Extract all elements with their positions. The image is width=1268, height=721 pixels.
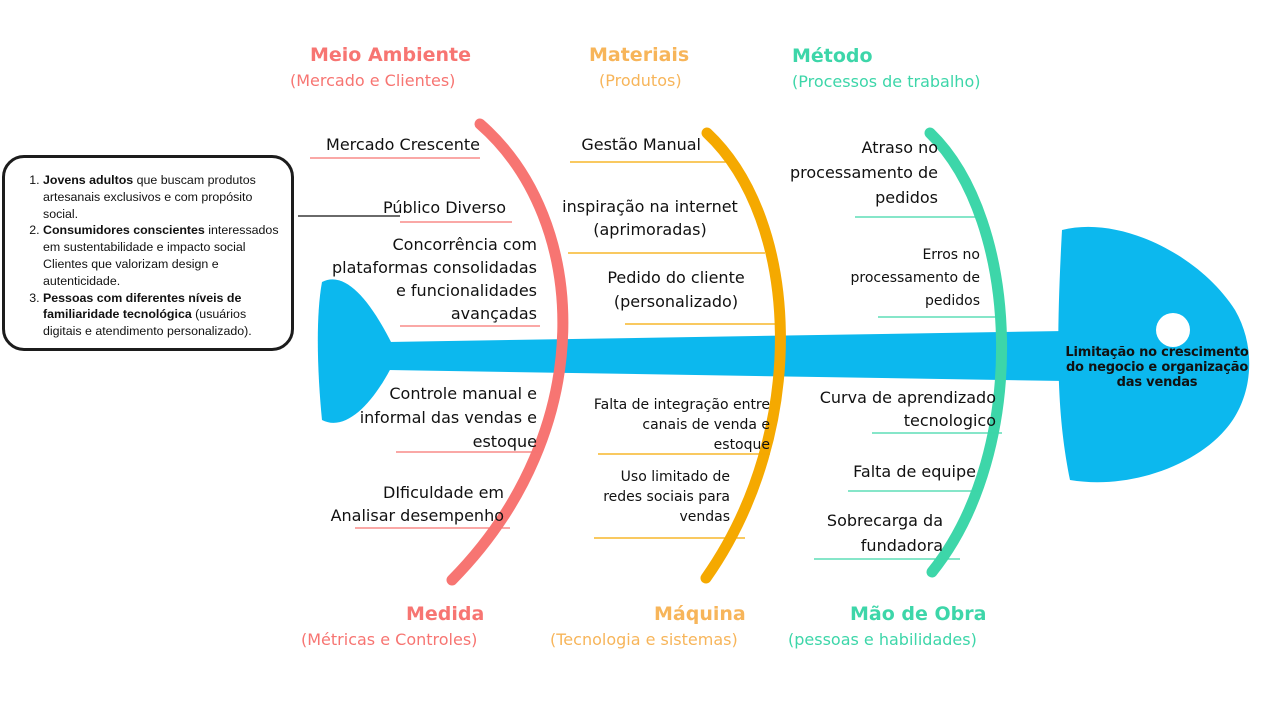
- category-meio-ambiente-title: Meio Ambiente: [310, 44, 471, 66]
- cause-gestao-manual: Gestão Manual: [581, 135, 701, 154]
- green-underlines: [814, 216, 1002, 560]
- category-medida-title: Medida: [406, 603, 485, 625]
- fish-eye: [1156, 313, 1190, 347]
- note-item-3-text: (usuários digitais e atendimento persona…: [43, 307, 252, 339]
- note-item-3-bold: Pessoas com diferentes níveis de familia…: [43, 290, 242, 322]
- rib-green: [924, 127, 1008, 578]
- note-item-1: Jovens adultos que buscam produtos artes…: [43, 172, 281, 222]
- cause-controle-manual: Controle manual e informal das vendas e …: [359, 384, 537, 451]
- cause-sobrecarga-fundadora: Sobrecarga da fundadora: [826, 511, 943, 555]
- cause-publico-diverso: Público Diverso: [382, 198, 506, 217]
- cause-falta-equipe: Falta de equipe: [853, 462, 976, 481]
- category-maquina-subtitle: (Tecnologia e sistemas): [550, 630, 738, 649]
- category-mao-de-obra-title: Mão de Obra: [850, 603, 987, 625]
- cause-pedido-cliente: Pedido do cliente (personalizado): [607, 268, 745, 311]
- note-item-3: Pessoas com diferentes níveis de familia…: [43, 290, 281, 340]
- note-item-1-bold: Jovens adultos: [43, 173, 134, 187]
- cause-falta-integracao: Falta de integração entre canais de vend…: [593, 397, 770, 453]
- note-item-1-text: que buscam produtos artesanais exclusivo…: [43, 173, 256, 221]
- fish-head: [1058, 226, 1250, 483]
- category-medida-subtitle: (Métricas e Controles): [301, 630, 478, 649]
- cause-curva-aprendizado: Curva de aprendizado tecnologico: [819, 388, 996, 430]
- category-metodo-subtitle: (Processos de trabalho): [792, 72, 981, 91]
- fish-tail: [317, 279, 392, 423]
- cause-dificuldade-desempenho: DIficuldade em Analisar desempenho: [330, 483, 504, 525]
- cause-erros-processamento: Erros no processamento de pedidos: [850, 247, 980, 309]
- note-item-2-text: interessados em sustentabilidade e impac…: [43, 223, 279, 288]
- customer-segments-note: Jovens adultos que buscam produtos artes…: [2, 155, 294, 351]
- cause-atraso-processamento: Atraso no processamento de pedidos: [789, 138, 938, 207]
- rib-orange: [700, 127, 786, 584]
- orange-underlines: [568, 161, 778, 539]
- note-item-2-bold: Consumidores conscientes: [43, 223, 205, 238]
- category-metodo-title: Método: [792, 45, 873, 67]
- category-materiais-subtitle: (Produtos): [599, 71, 682, 90]
- cause-uso-limitado-redes: Uso limitado de redes sociais para venda…: [603, 469, 730, 525]
- cause-mercado-crescente: Mercado Crescente: [326, 135, 480, 154]
- category-maquina-title: Máquina: [654, 603, 746, 625]
- category-meio-ambiente-subtitle: (Mercado e Clientes): [290, 71, 456, 90]
- fish-spine: [388, 331, 1065, 381]
- category-materiais-title: Materiais: [589, 44, 690, 66]
- red-underlines: [310, 157, 540, 529]
- cause-concorrencia: Concorrência com plataformas consolidada…: [331, 235, 537, 323]
- cause-inspiracao-internet: inspiração na internet (aprimoradas): [562, 197, 738, 239]
- category-mao-de-obra-subtitle: (pessoas e habilidades): [788, 630, 977, 649]
- problem-statement: Limitação no crescimento do negocio e or…: [1065, 345, 1249, 390]
- note-item-2: Consumidores conscientes interessados em…: [43, 222, 281, 289]
- rib-red: [446, 118, 569, 586]
